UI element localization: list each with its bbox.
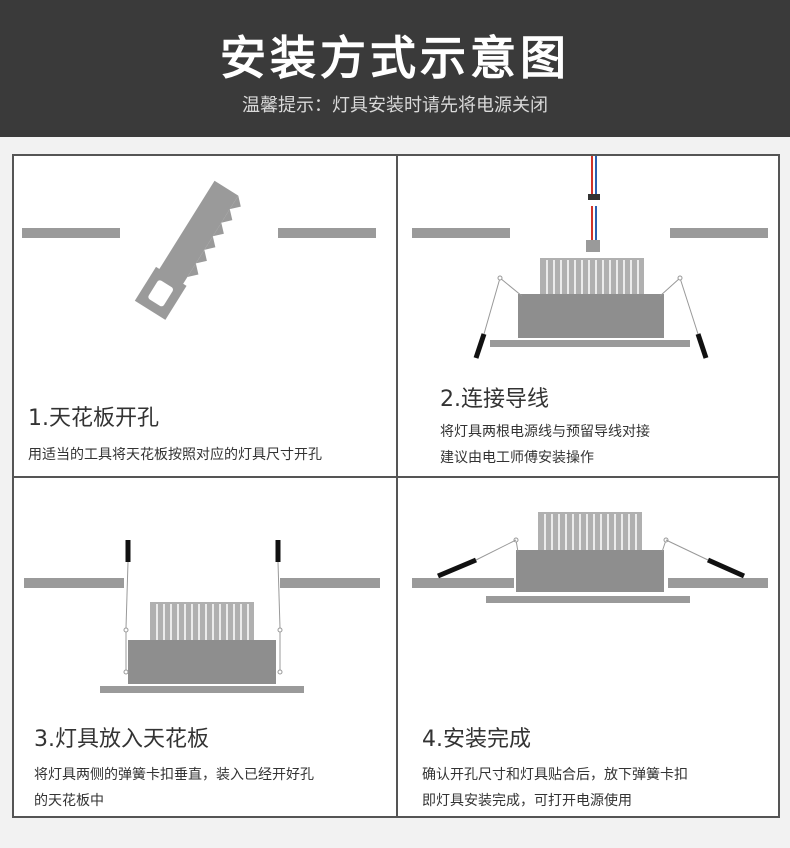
step-1-desc-line-1: 用适当的工具将天花板按照对应的灯具尺寸开孔 [28, 447, 322, 463]
lamp-trim [486, 596, 690, 603]
lamp-body [518, 294, 664, 338]
heatsink-fins [544, 514, 637, 550]
step-2-desc-line-2: 建议由电工师傅安装操作 [440, 450, 594, 466]
spring-clip-left [123, 540, 131, 675]
page-title: 安装方式示意图 [220, 31, 570, 85]
step-4-desc-line-1: 确认开孔尺寸和灯具贴合后，放下弹簧卡扣 [422, 767, 688, 783]
lamp-heatsink [538, 512, 642, 550]
step-1-title: 1.天花板开孔 [28, 406, 159, 431]
step-3-panel: 3.灯具放入天花板 将灯具两侧的弹簧卡扣垂直，装入已经开好孔 的天花板中 [14, 478, 396, 818]
step-2-desc-line-1: 将灯具两根电源线与预留导线对接 [440, 424, 650, 440]
lamp-body [516, 550, 664, 592]
spring-clip-right [275, 540, 283, 675]
step-3-desc-line-2: 的天花板中 [34, 793, 104, 809]
step-3-illustration [24, 540, 380, 693]
ceiling-right [280, 578, 380, 588]
ceiling-right [668, 578, 768, 588]
ceiling-right [670, 228, 768, 238]
ceiling-left [22, 228, 120, 238]
page-subtitle: 温馨提示：灯具安装时请先将电源关闭 [242, 95, 548, 116]
installation-steps-grid: 1.天花板开孔 用适当的工具将天花板按照对应的灯具尺寸开孔 [12, 154, 780, 818]
step-3-desc-line-1: 将灯具两侧的弹簧卡扣垂直，装入已经开好孔 [34, 767, 314, 783]
power-wires [586, 156, 600, 252]
heatsink-fins [156, 604, 249, 640]
step-1-illustration [22, 180, 376, 320]
step-3-title: 3.灯具放入天花板 [34, 727, 209, 752]
spring-clip-left [437, 537, 519, 579]
step-4-illustration [412, 512, 768, 603]
ceiling-left [412, 228, 510, 238]
lamp-trim [490, 340, 690, 347]
grid-divider-horizontal [14, 476, 778, 478]
ceiling-right [278, 228, 376, 238]
ceiling-left [412, 578, 514, 588]
step-1-panel: 1.天花板开孔 用适当的工具将天花板按照对应的灯具尺寸开孔 [14, 156, 396, 476]
step-4-panel: 4.安装完成 确认开孔尺寸和灯具贴合后，放下弹簧卡扣 即灯具安装完成，可打开电源… [398, 478, 780, 818]
ceiling-left [24, 578, 124, 588]
spring-clip-right [661, 537, 746, 579]
lamp-trim [100, 686, 304, 693]
step-2-panel: 2.连接导线 将灯具两根电源线与预留导线对接 建议由电工师傅安装操作 [398, 156, 780, 476]
step-2-title: 2.连接导线 [440, 387, 549, 412]
heatsink-fins [546, 260, 639, 294]
lamp-body [128, 640, 276, 684]
step-4-desc-line-2: 即灯具安装完成，可打开电源使用 [422, 793, 632, 809]
spring-clip-left [473, 275, 523, 359]
spring-clip-right [659, 275, 709, 359]
lamp-heatsink [150, 602, 254, 640]
page-header: 安装方式示意图 温馨提示：灯具安装时请先将电源关闭 [0, 0, 790, 137]
step-2-illustration [412, 156, 768, 359]
lamp-heatsink [540, 258, 644, 294]
saw-icon [134, 180, 241, 320]
step-4-title: 4.安装完成 [422, 727, 531, 752]
grid-divider-vertical [396, 156, 398, 816]
